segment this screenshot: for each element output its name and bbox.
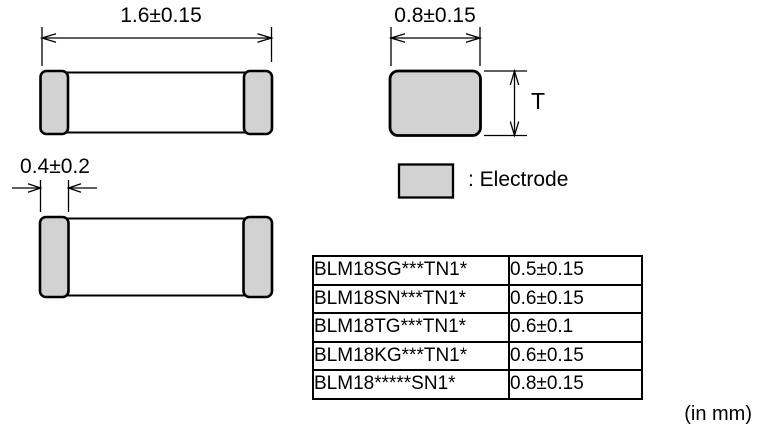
unit-note: (in mm)	[684, 403, 752, 425]
left-arrowhead-icon	[39, 33, 57, 43]
chip-top-view	[39, 69, 274, 136]
part-number-cell: BLM18SG***TN1*	[312, 255, 510, 286]
table-row: BLM18KG***TN1* 0.6±0.15	[312, 340, 643, 371]
table-row: BLM18SN***TN1* 0.6±0.15	[312, 283, 643, 314]
part-number-cell: BLM18KG***TN1*	[312, 340, 510, 371]
thickness-table-grid: BLM18SG***TN1* 0.5±0.15 BLM18SN***TN1* 0…	[312, 255, 643, 400]
thickness-dimension-arrows	[484, 68, 527, 138]
thickness-cell: 0.6±0.15	[508, 340, 643, 371]
chip-end-view	[388, 69, 482, 137]
part-number-cell: BLM18*****SN1*	[312, 369, 510, 400]
length-dimension-arrows	[39, 27, 274, 66]
width-dimension-label: 0.8±0.15	[394, 4, 476, 27]
left-electrode	[38, 215, 70, 299]
chip-body	[52, 71, 260, 134]
thickness-cell: 0.6±0.15	[508, 283, 643, 314]
down-arrowhead-icon	[509, 121, 520, 138]
table-row: BLM18SG***TN1* 0.5±0.15	[312, 255, 643, 286]
electrode-width-dimension-arrows	[12, 180, 97, 212]
length-dimension-label: 1.6±0.15	[120, 4, 202, 27]
width-dimension-arrows	[388, 27, 483, 66]
thickness-cell: 0.8±0.15	[508, 369, 643, 400]
legend-electrode-swatch	[397, 163, 455, 199]
thickness-symbol-label: T	[531, 88, 546, 114]
left-arrowhead-icon	[388, 33, 406, 43]
chip-body	[52, 217, 260, 297]
right-electrode	[242, 215, 274, 299]
up-arrowhead-icon	[509, 68, 520, 86]
thickness-cell: 0.6±0.1	[508, 312, 643, 343]
part-number-cell: BLM18SN***TN1*	[312, 283, 510, 314]
left-arrowhead-icon	[66, 183, 82, 193]
table-row: BLM18TG***TN1* 0.6±0.1	[312, 312, 643, 343]
chip-side-view	[38, 215, 274, 299]
right-arrowhead-icon	[465, 33, 483, 43]
right-arrowhead-icon	[257, 33, 274, 43]
thickness-cell: 0.5±0.15	[508, 255, 643, 286]
legend-electrode-label: : Electrode	[468, 168, 569, 191]
right-electrode	[242, 69, 274, 136]
thickness-table: BLM18SG***TN1* 0.5±0.15 BLM18SN***TN1* 0…	[312, 255, 643, 400]
left-electrode	[39, 69, 70, 136]
right-arrowhead-icon	[27, 183, 43, 193]
table-row: BLM18*****SN1* 0.8±0.15	[312, 369, 643, 400]
electrode-width-dimension-label: 0.4±0.2	[20, 155, 90, 178]
part-number-cell: BLM18TG***TN1*	[312, 312, 510, 343]
